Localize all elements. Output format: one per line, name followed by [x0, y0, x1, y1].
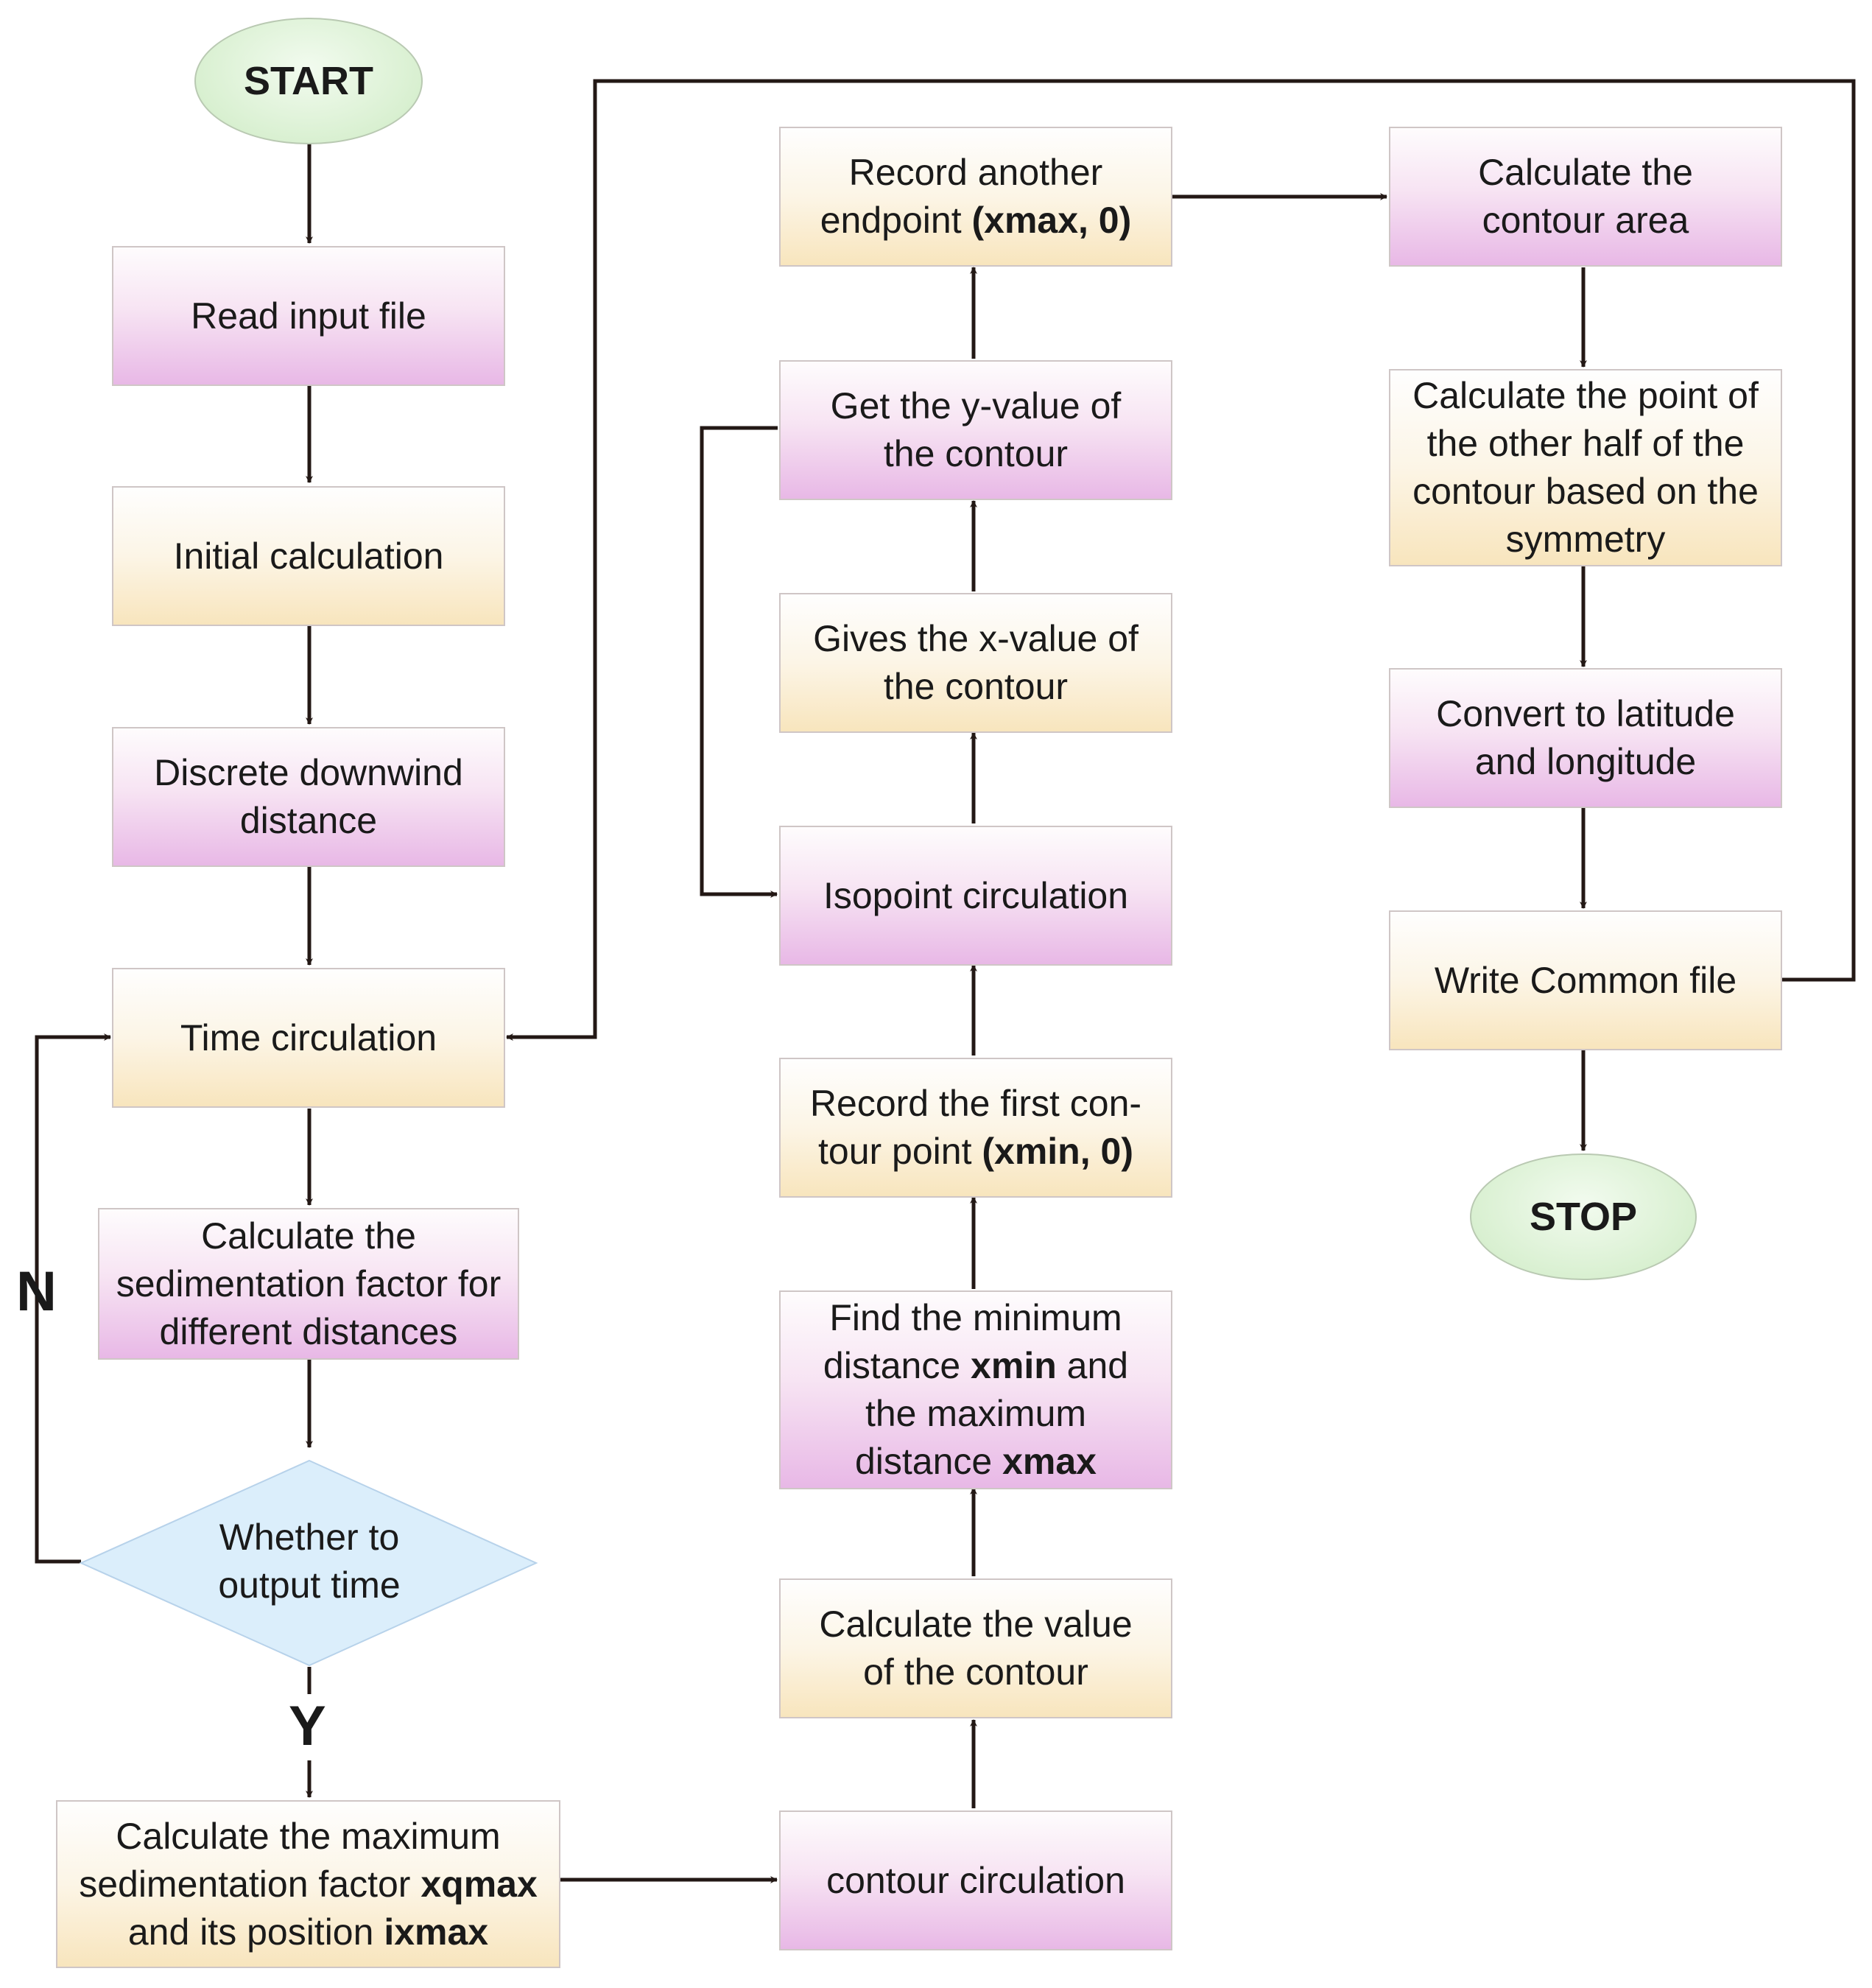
find-line4: distance xmax	[823, 1438, 1128, 1486]
symmetry-point-box: Calculate the point of the other half of…	[1389, 369, 1782, 566]
decision-diamond	[79, 1459, 538, 1667]
max-line2a: sedimentation factor	[79, 1863, 421, 1905]
record-endpoint-box: Record another endpoint (xmax, 0)	[779, 127, 1172, 267]
contour-circulation-box: contour circulation	[779, 1810, 1172, 1950]
time-circulation-box: Time circulation	[112, 968, 505, 1108]
first-line2a: tour point	[818, 1131, 982, 1172]
record-endpoint-text: Record another endpoint (xmax, 0)	[820, 149, 1132, 245]
record-line2a: endpoint	[820, 200, 972, 241]
contour-value-box: Calculate the value of the contour	[779, 1578, 1172, 1718]
x-value-text: Gives the x-value of the contour	[813, 618, 1139, 707]
first-contour-point-box: Record the first con- tour point (xmin, …	[779, 1058, 1172, 1198]
xmin-point: (xmin, 0)	[982, 1131, 1133, 1172]
decision-text: Whether to output time	[218, 1517, 401, 1606]
max-sedimentation-box: Calculate the maximum sedimentation fact…	[56, 1800, 560, 1968]
xmin-var: xmin	[971, 1345, 1057, 1386]
decision-text-box: Whether to output time	[169, 1495, 449, 1628]
record-line2: endpoint (xmax, 0)	[820, 197, 1132, 245]
read-input-file-box: Read input file	[112, 246, 505, 386]
max-line2: sedimentation factor xqmax	[79, 1861, 538, 1908]
y-value-box: Get the y-value of the contour	[779, 360, 1172, 500]
find-line3: the maximum	[865, 1393, 1087, 1434]
contour-value-text: Calculate the value of the contour	[819, 1604, 1133, 1693]
latitude-longitude-box: Convert to latitude and longitude	[1389, 668, 1782, 808]
find-line1: Find the minimum	[829, 1297, 1122, 1338]
max-line3a: and its position	[127, 1911, 384, 1953]
xmax-point: (xmax, 0)	[971, 200, 1132, 241]
time-circulation-text: Time circulation	[180, 1016, 437, 1058]
ixmax-var: ixmax	[384, 1911, 489, 1953]
initial-calculation-text: Initial calculation	[173, 535, 444, 577]
read-input-file-text: Read input file	[191, 295, 426, 337]
yes-label: Y	[289, 1695, 326, 1757]
y-value-text: Get the y-value of the contour	[830, 385, 1122, 474]
no-label: N	[16, 1260, 57, 1323]
isopoint-circulation-box: Isopoint circulation	[779, 826, 1172, 966]
find-min-max-text: Find the minimum distance xmin and the m…	[823, 1294, 1128, 1486]
record-line1: Record another	[848, 152, 1103, 193]
max-line3: and its position ixmax	[79, 1908, 538, 1956]
find-line2: distance xmin and	[823, 1342, 1128, 1390]
arrow-y-loop-to-isopoint	[700, 426, 778, 898]
first-line1: Record the first con-	[809, 1083, 1142, 1124]
initial-calculation-box: Initial calculation	[112, 486, 505, 626]
write-common-file-text: Write Common file	[1434, 959, 1737, 1001]
first-line2: tour point (xmin, 0)	[810, 1128, 1141, 1176]
arrow-decision-no-loop	[35, 1033, 111, 1564]
find-line2a: distance	[823, 1345, 971, 1386]
start-label: START	[244, 58, 373, 103]
symmetry-point-text: Calculate the point of the other half of…	[1412, 375, 1759, 560]
stop-terminal: STOP	[1470, 1153, 1697, 1280]
isopoint-circulation-text: Isopoint circulation	[823, 874, 1129, 916]
contour-circulation-text: contour circulation	[826, 1859, 1125, 1901]
stop-label: STOP	[1529, 1194, 1638, 1239]
discrete-downwind-distance-text: Discrete downwind distance	[154, 752, 463, 841]
write-common-file-box: Write Common file	[1389, 910, 1782, 1050]
start-terminal: START	[194, 18, 423, 144]
sedimentation-factor-box: Calculate the sedimentation factor for d…	[98, 1208, 519, 1360]
xmax-var: xmax	[1002, 1441, 1097, 1482]
sedimentation-factor-text: Calculate the sedimentation factor for d…	[116, 1215, 502, 1352]
xqmax-var: xqmax	[421, 1863, 538, 1905]
x-value-box: Gives the x-value of the contour	[779, 593, 1172, 733]
find-line2c: and	[1056, 1345, 1129, 1386]
find-min-max-box: Find the minimum distance xmin and the m…	[779, 1290, 1172, 1489]
arrow-write-to-time-loop	[506, 79, 1856, 1041]
contour-area-text: Calculate the contour area	[1478, 152, 1693, 241]
find-line4a: distance	[854, 1441, 1003, 1482]
discrete-downwind-distance-box: Discrete downwind distance	[112, 727, 505, 867]
contour-area-box: Calculate the contour area	[1389, 127, 1782, 267]
first-contour-point-text: Record the first con- tour point (xmin, …	[810, 1080, 1141, 1176]
max-sedimentation-text: Calculate the maximum sedimentation fact…	[79, 1813, 538, 1956]
max-line1: Calculate the maximum	[116, 1815, 501, 1857]
latitude-longitude-text: Convert to latitude and longitude	[1436, 693, 1735, 782]
